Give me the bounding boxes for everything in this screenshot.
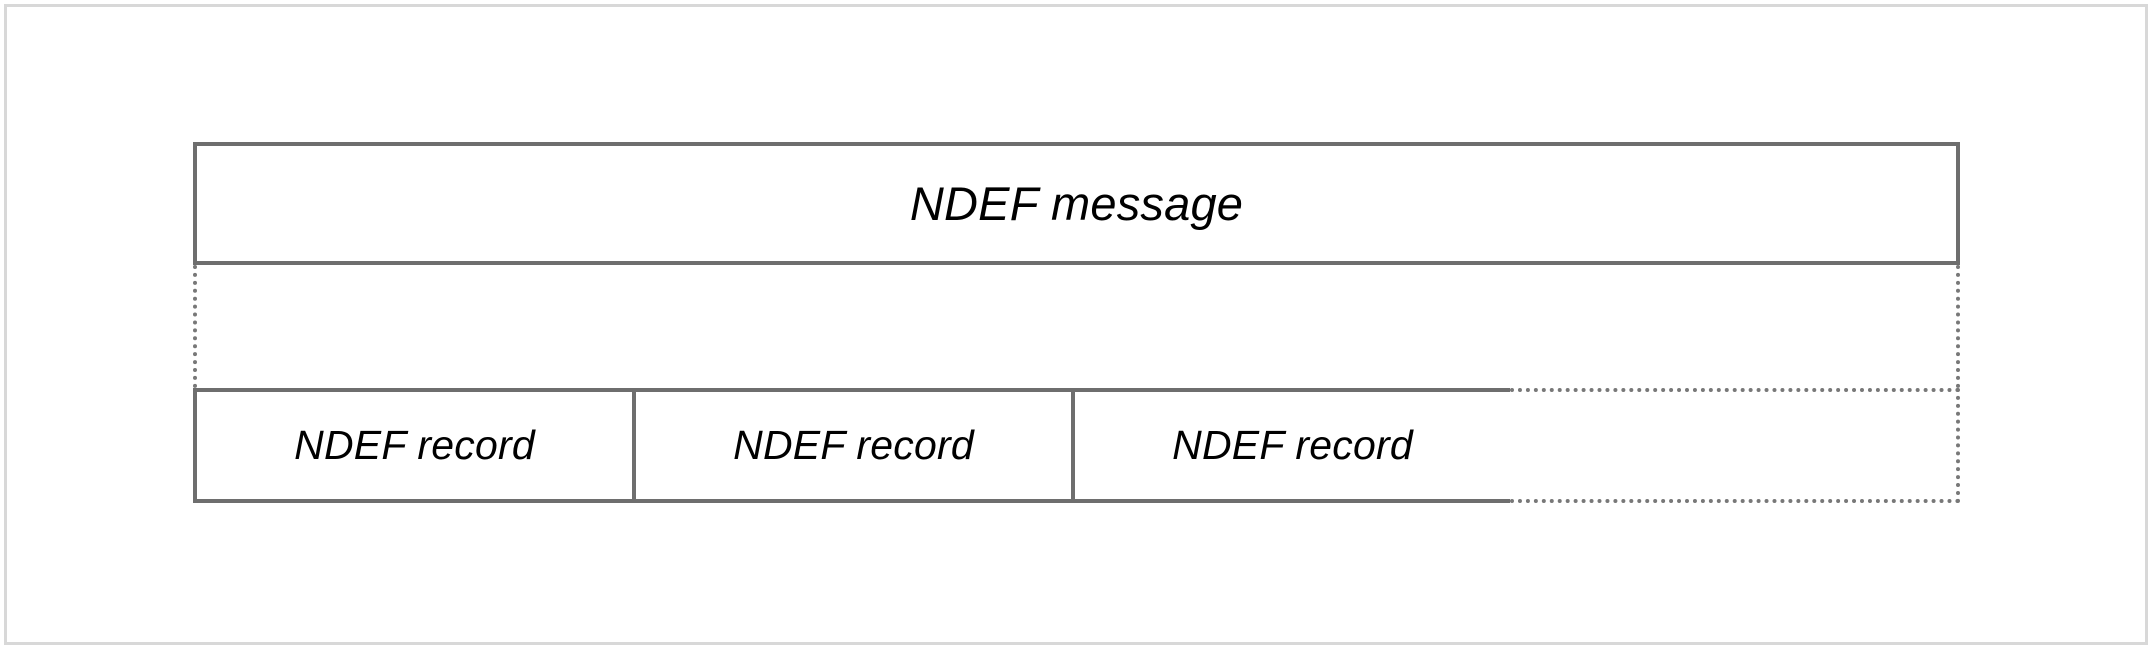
ndef-record-label-2: NDEF record bbox=[733, 422, 974, 468]
ndef-record-box-2: NDEF record bbox=[632, 388, 1075, 503]
ndef-record-label-1: NDEF record bbox=[294, 422, 535, 468]
ndef-record-row: NDEF record NDEF record NDEF record bbox=[193, 388, 1960, 503]
ndef-record-box-1: NDEF record bbox=[193, 388, 636, 503]
ndef-record-label-3: NDEF record bbox=[1172, 422, 1413, 468]
expansion-connector-right bbox=[1956, 265, 1960, 388]
ndef-message-label: NDEF message bbox=[909, 177, 1244, 230]
ndef-structure-diagram: NDEF message NDEF record NDEF record NDE… bbox=[193, 142, 1960, 503]
ndef-record-continuation-box bbox=[1510, 388, 1960, 503]
expansion-connector-left bbox=[193, 265, 197, 388]
ndef-record-box-3: NDEF record bbox=[1071, 388, 1514, 503]
ndef-message-box: NDEF message bbox=[193, 142, 1960, 265]
